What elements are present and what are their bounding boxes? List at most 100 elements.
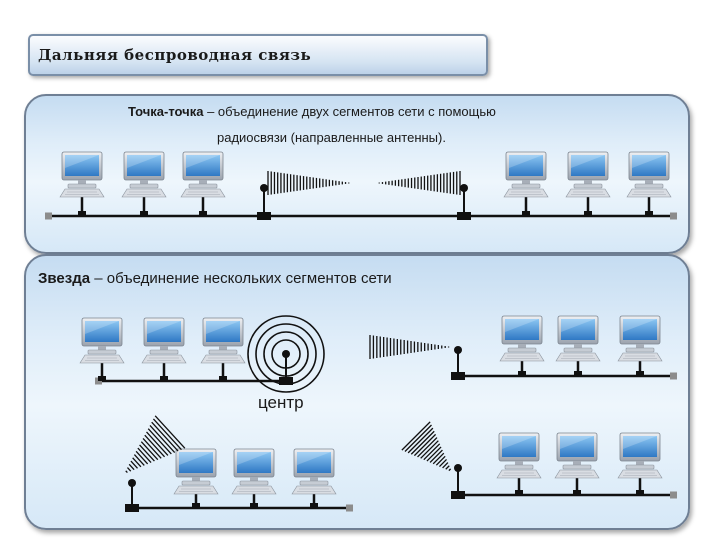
beam-line [429,449,443,463]
antenna-icon [128,479,136,487]
beam-line [135,450,149,465]
beam-line [130,460,138,469]
beam-line [132,457,142,468]
beam-line [137,447,152,463]
tap-connector [219,376,227,381]
beam-line [142,437,162,459]
tap-connector [250,503,258,508]
beam-line [133,454,145,466]
star-description-text: – объединение нескольких сегментов сети [90,270,392,287]
tap-connector [518,371,526,376]
computer-icon [626,151,672,198]
p2p-description-line1: Точка-точка – объединение двух сегментов… [128,104,496,119]
antenna-icon [282,350,290,358]
broadcast-wave-icon [255,323,317,385]
computer-icon [565,151,611,198]
computer-icon [499,315,545,362]
beam-line [401,421,431,451]
broadcast-wave-icon [271,339,301,369]
tap-connector [584,211,592,216]
computer-icon [496,432,542,479]
computer-icon [200,317,246,364]
antenna-icon [454,464,462,472]
radio-beam-icon [401,421,452,472]
title-box: Дальняя беспроводная связь [28,34,488,76]
computer-icon [180,151,226,198]
beam-line [140,441,159,461]
beam-line [125,470,128,474]
page-title: Дальняя беспроводная связь [38,46,312,64]
beam-line [128,463,135,471]
broadcast-wave-icon [247,315,325,393]
tap-connector [573,490,581,495]
beam-line [407,427,434,454]
beam-line [126,467,132,472]
antenna-base [279,377,293,385]
tap-connector [636,490,644,495]
tap-connector [199,211,207,216]
computer-icon [231,448,277,495]
beam-line [432,452,445,465]
antenna-base [451,372,465,380]
beam-line [151,421,179,452]
tap-connector [140,211,148,216]
computer-icon [79,317,125,364]
beam-line [147,428,172,455]
beam-line [146,431,169,456]
beam-line [404,424,432,452]
cable-terminator [670,372,677,380]
computer-icon [554,432,600,479]
antenna-base [257,212,271,220]
computer-icon [503,151,549,198]
cable-terminator [670,491,677,499]
cable-terminator [346,504,353,512]
tap-connector [645,211,653,216]
radio-beam-icon [378,171,461,195]
antenna-icon [454,346,462,354]
antenna-base [457,212,471,220]
star-description: Звезда – объединение нескольких сегменто… [38,270,392,287]
computer-icon [617,432,663,479]
cable-terminator [670,212,677,220]
antenna-icon [460,184,468,192]
computer-icon [555,315,601,362]
beam-line [413,433,437,457]
tap-connector [192,503,200,508]
tap-connector [574,371,582,376]
tap-connector [515,490,523,495]
center-label: центр [258,393,304,412]
tap-connector [522,211,530,216]
star-term: Звезда [38,270,91,287]
radio-beam-icon [125,415,186,474]
beam-line [423,443,441,461]
beam-line [417,437,438,458]
beam-line [410,430,435,455]
tap-connector [160,376,168,381]
beam-line [420,440,439,459]
p2p-description-line2: радиосвязи (направленные антенны). [217,130,446,145]
computer-icon [59,151,105,198]
p2p-term: Точка-точка [128,104,204,119]
computer-icon [141,317,187,364]
tap-connector [636,371,644,376]
beam-line [152,418,182,451]
beam-line [435,455,446,466]
beam-line [149,425,176,453]
beam-line [445,465,450,470]
tap-connector [98,376,106,381]
computer-icon [617,315,663,362]
p2p-description-text: – объединение двух сегментов сети с помо… [203,104,496,119]
cable-terminator [45,212,52,220]
tap-connector [78,211,86,216]
beam-line [144,434,166,458]
antenna-base [125,504,139,512]
computer-icon [173,448,219,495]
beam-line [442,462,449,469]
radio-beam-icon [369,335,450,359]
antenna-base [451,491,465,499]
computer-icon [121,151,167,198]
beam-line [439,459,447,467]
computer-icon [291,448,337,495]
antenna-icon [260,184,268,192]
